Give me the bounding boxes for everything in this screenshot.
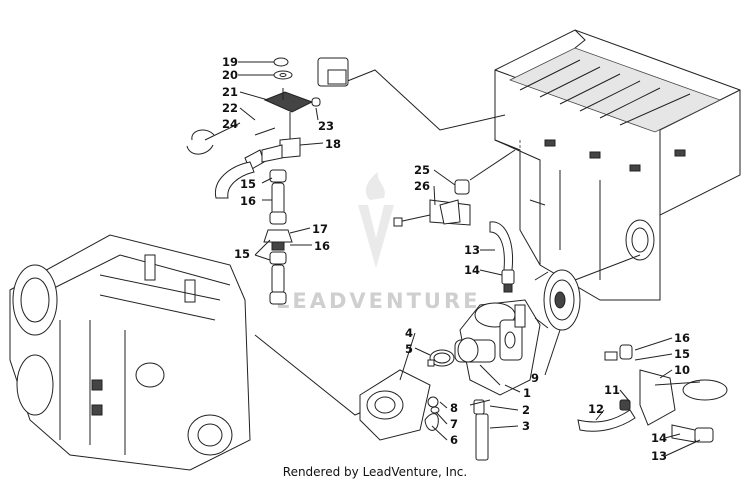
callout-16-right: 16: [674, 331, 690, 345]
leader-line-26: [469, 149, 516, 181]
callout-16-mid: 16: [314, 239, 330, 253]
callout-19: 19: [222, 55, 238, 69]
callout-26: 26: [414, 179, 430, 193]
intake-boot: [359, 349, 455, 441]
callout-22: 22: [222, 101, 238, 115]
callout-12: 12: [588, 402, 604, 416]
callout-9: 9: [531, 371, 539, 385]
callout-2: 2: [522, 403, 530, 417]
airbox: [494, 29, 741, 301]
callout-23: 23: [318, 119, 334, 133]
callout-14-top: 14: [464, 263, 480, 277]
callout-3: 3: [522, 419, 530, 433]
callout-1: 1: [523, 386, 531, 400]
fuel-pump-assembly: [186, 57, 349, 305]
callout-10: 10: [674, 363, 690, 377]
air-boot: [534, 269, 581, 331]
leader-lines: [204, 61, 701, 457]
callout-21: 21: [222, 85, 238, 99]
leader-line-9: [574, 254, 641, 281]
callout-7: 7: [450, 417, 458, 431]
engine: [9, 234, 251, 471]
callout-20: 20: [222, 68, 238, 82]
leadventure-watermark: LEADVENTURE: [276, 172, 480, 313]
callout-17: 17: [312, 222, 328, 236]
carb-bracket: [393, 179, 471, 227]
fittings-7-8: [424, 396, 440, 431]
leader-line-airbox-b: [529, 199, 546, 206]
callout-labels: 19 20 21 22 24 23 18 15 16 15 17 16 25 2…: [222, 55, 690, 463]
callout-8: 8: [450, 401, 458, 415]
watermark-text: LEADVENTURE: [276, 289, 480, 313]
callout-14-right: 14: [651, 431, 667, 445]
leader-line-airbox: [344, 69, 506, 131]
fuel-pump-right: [577, 344, 728, 443]
callout-24: 24: [222, 117, 238, 131]
callout-4: 4: [405, 326, 413, 340]
carburetor: [454, 299, 541, 396]
callout-6: 6: [450, 433, 458, 447]
callout-16-top: 16: [240, 194, 256, 208]
drain-hose: [469, 399, 491, 461]
callout-11: 11: [604, 383, 620, 397]
callout-13-top: 13: [464, 243, 480, 257]
callout-18: 18: [325, 137, 341, 151]
callout-15-top: 15: [240, 177, 256, 191]
callout-15-mid: 15: [234, 247, 250, 261]
callout-15-right: 15: [674, 347, 690, 361]
render-credit: Rendered by LeadVenture, Inc.: [282, 465, 468, 479]
vent-hose-top: [489, 221, 515, 293]
callout-5: 5: [405, 342, 413, 356]
callout-13-right: 13: [651, 449, 667, 463]
callout-25: 25: [414, 163, 430, 177]
